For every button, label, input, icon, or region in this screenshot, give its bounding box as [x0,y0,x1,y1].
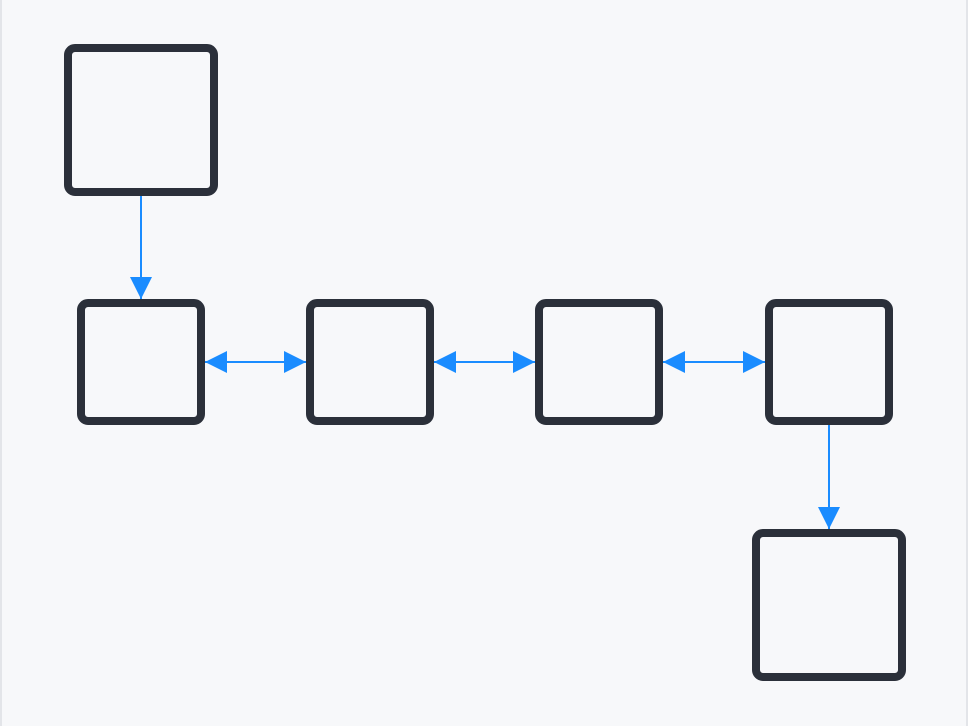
diagram-node-4 [535,299,663,425]
edges-layer [130,196,840,529]
diagram-node-6 [752,529,906,681]
diagram-node-1 [64,44,218,196]
diagram-node-3 [306,299,434,425]
nodes-layer [64,44,906,681]
diagram-node-5 [765,299,893,425]
diagram-node-2 [77,299,205,425]
